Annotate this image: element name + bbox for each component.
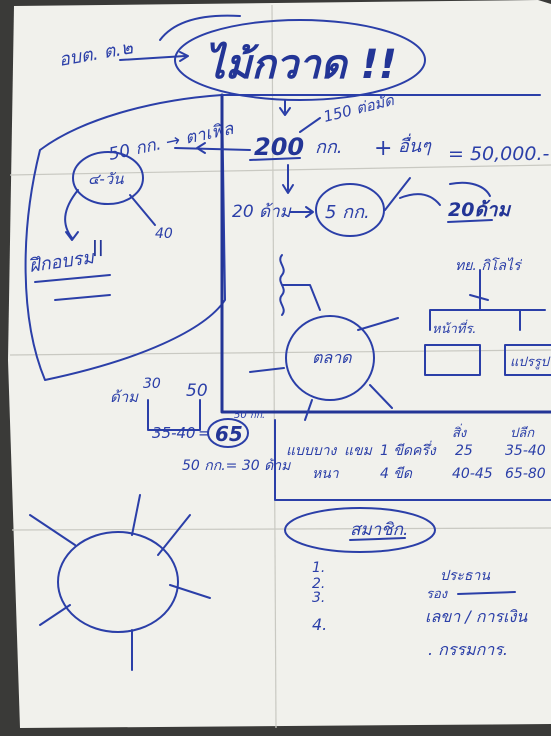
small-kg-note: 50 กก. — [234, 410, 265, 421]
arrow-line — [249, 367, 285, 373]
tree-mark — [469, 294, 489, 301]
table-cell: หนา — [312, 466, 340, 482]
arrow-line — [281, 284, 321, 311]
table-outline — [274, 419, 551, 501]
labor-label: ทย. กิโลไร่ — [455, 257, 522, 274]
arrow-curve — [64, 189, 79, 239]
members-item: 3. — [312, 590, 325, 606]
days-circle — [72, 151, 144, 205]
count-20-right: 20ด้าม — [448, 199, 511, 221]
role-text: ประธาน — [440, 568, 490, 584]
arrow-head — [305, 206, 314, 218]
arrow-line — [384, 177, 411, 211]
members-item: 1. — [312, 560, 325, 576]
members-ellipse — [284, 507, 436, 553]
members-item: 4. — [312, 615, 327, 634]
arrow-line — [119, 55, 186, 61]
title: ไม้กวาด !! — [205, 41, 397, 88]
box-1 — [424, 344, 481, 376]
handle-label: ด้าม — [110, 388, 139, 406]
arrow-head — [179, 51, 189, 62]
arrow-line — [129, 194, 156, 226]
box-label-1: หน้าที่ร. — [432, 319, 476, 337]
table-cell: แขม — [344, 443, 373, 459]
underline — [249, 157, 301, 161]
title-ellipse — [174, 19, 426, 101]
arrow-line — [174, 147, 251, 151]
days-label: ๔-วัน — [88, 170, 124, 188]
table-header-1: สิ่ง — [452, 423, 468, 441]
money-total: = 50,000.- — [448, 143, 549, 165]
table-cell: 35-40 — [505, 443, 546, 459]
value-65: 65 — [215, 422, 243, 446]
other-label: อื่นๆ — [398, 133, 432, 157]
arrow-line — [357, 317, 399, 331]
role-underline — [457, 591, 516, 595]
arrow-line — [369, 384, 393, 409]
range-35-40: 35-40 — [152, 424, 196, 442]
arrow-curve — [399, 193, 441, 206]
box-label-2: แปรรูป — [510, 355, 551, 370]
bracket — [147, 399, 201, 431]
ellipse-stroke — [159, 14, 241, 41]
table-cell: 65-80 — [505, 466, 546, 482]
kg-to-bunch: 50 กก.= 30 ด้าม — [182, 458, 291, 474]
members-item: 2. — [312, 576, 325, 592]
arrow-line — [299, 117, 321, 133]
table-header-2: ปลีก — [510, 425, 535, 441]
table-cell: 4 ขีด — [380, 466, 413, 482]
arrow-line — [304, 399, 313, 421]
role-text: รอง — [426, 587, 449, 602]
qty-200: 200 — [254, 133, 304, 161]
bottom-circle — [57, 531, 179, 633]
unit-kg: กก. — [315, 137, 343, 158]
fold-line — [271, 4, 277, 729]
arrow-head — [279, 107, 291, 116]
kg-5: 5 กก. — [325, 202, 370, 223]
role-text: . กรรมการ. — [428, 640, 508, 659]
fold-line — [9, 349, 551, 356]
equals-sign: = — [198, 424, 211, 442]
arrow-head — [196, 142, 206, 154]
tree-branches — [429, 269, 546, 331]
label-40: 40 — [155, 226, 173, 242]
table-cell: 40-45 — [452, 466, 493, 482]
fold-line — [9, 164, 551, 176]
table-cell: 25 — [455, 443, 473, 459]
arrow-head — [282, 184, 294, 194]
fold-line — [11, 527, 551, 531]
paper — [8, 0, 551, 728]
role-text: เลขา / การเงิน — [425, 607, 528, 626]
underline — [447, 219, 493, 223]
divider-line — [220, 93, 551, 414]
arrow-head — [65, 231, 79, 241]
box-2 — [504, 344, 551, 376]
underline — [349, 537, 406, 541]
table-cell: แบบบาง — [286, 443, 338, 459]
center-label: ตลาด — [312, 348, 353, 367]
underline — [54, 294, 111, 301]
label-50: 50 — [186, 381, 208, 401]
label-30: 30 — [143, 376, 161, 392]
value-circle — [207, 418, 249, 448]
arrows — [29, 494, 211, 671]
arrow-curve — [449, 181, 491, 197]
left-region-outline — [24, 94, 226, 381]
plus-sign: + — [374, 136, 392, 161]
members-title: สมาชิก. — [350, 520, 408, 540]
underline — [34, 274, 111, 283]
training-marks: || — [92, 237, 104, 257]
table-cell: 1 ขีดครึ่ง — [380, 440, 437, 459]
center-circle — [285, 315, 375, 401]
count-20-bunches: 20 ด้าม — [232, 202, 292, 222]
